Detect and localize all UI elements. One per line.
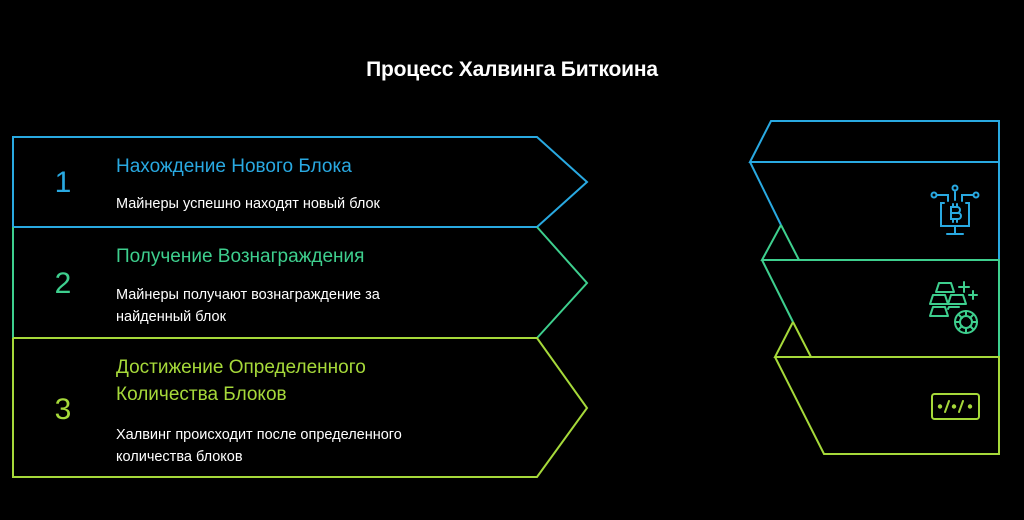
step-1-description: Майнеры успешно находят новый блок [116, 196, 380, 212]
step-3-number: 3 [54, 393, 72, 426]
right-shape-middle [760, 224, 1000, 357]
gold-bars-coin-icon [929, 281, 978, 334]
right-shape-bottom [773, 321, 1000, 455]
right-shape-top [748, 120, 1000, 260]
code-sequence-icon [931, 393, 980, 420]
diagram-title: Процесс Халвинга Биткоина [366, 58, 658, 81]
step-3-title: Достижение Определенного Количества Блок… [116, 357, 366, 405]
step-1-box [12, 136, 589, 228]
bitcoin-monitor-icon [930, 184, 980, 235]
step-2-number: 2 [54, 267, 72, 300]
step-1-title: Нахождение Нового Блока [116, 156, 352, 177]
step-2-description: Майнеры получают вознаграждение за найде… [116, 287, 380, 325]
step-3-description: Халвинг происходит после определенного к… [116, 427, 402, 465]
step-3-box [12, 337, 589, 478]
step-2-title: Получение Вознаграждения [116, 246, 365, 267]
step-1-number: 1 [54, 166, 72, 199]
